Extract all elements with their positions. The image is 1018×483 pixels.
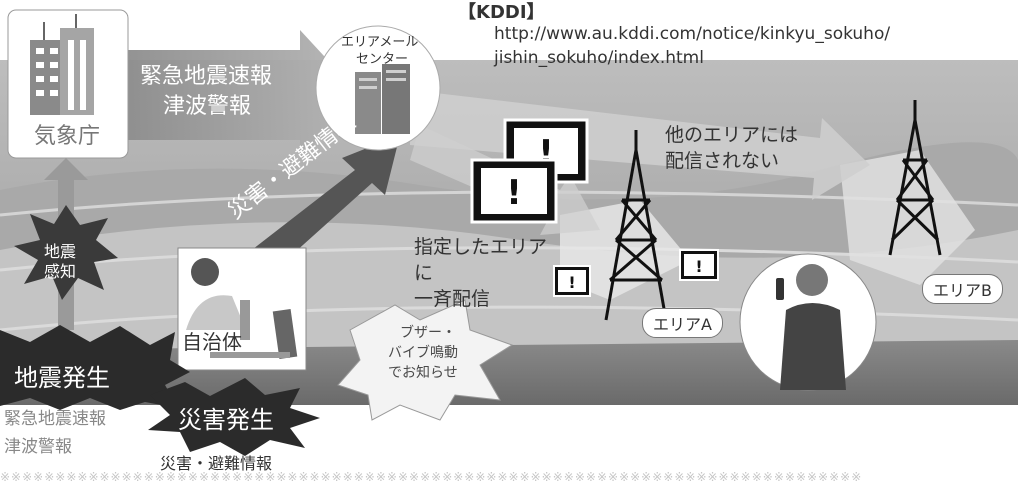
tower-a-icon (604, 130, 668, 321)
earthquake-burst-label: 地震発生 (14, 364, 110, 392)
jma-arrow-line1: 緊急地震速報 (140, 64, 273, 89)
bottom-pattern-text: ※※※※※※※※※※※※※※※※※※※※※※※※※※※※※※※※※※※※※※※※… (0, 470, 863, 483)
footer-left-line-2: 津波警報 (4, 437, 72, 457)
detect-line-1: 地震 (44, 242, 77, 261)
footer-center: 災害・避難情報 (160, 454, 273, 473)
municipality-label: 自治体 (182, 330, 242, 354)
alert-icon-large-2: ! (470, 158, 558, 224)
alert-icon-small-2: ! (679, 249, 719, 281)
tower-b-icon (888, 100, 942, 256)
url-line-1[interactable]: http://www.au.kddi.com/notice/kinkyu_sok… (494, 24, 891, 44)
broadcast-line-1: 指定したエリア (414, 236, 548, 258)
jma-label: 気象庁 (34, 124, 101, 149)
kddi-title: 【KDDI】 (458, 2, 545, 23)
disaster-burst-shape (148, 378, 320, 456)
broadcast-line-2: に (414, 262, 434, 284)
earthquake-burst-shape (0, 325, 190, 410)
buzzer-line-3: でお知らせ (388, 365, 458, 381)
jma-arrow (120, 30, 360, 160)
buzzer-burst (337, 299, 514, 421)
url-line-2[interactable]: jishin_sokuho/index.html (494, 48, 704, 68)
area-a-label: エリアA (642, 308, 723, 338)
broadcast-line-3: 一斉配信 (414, 288, 491, 310)
disaster-burst-label: 災害発生 (178, 406, 274, 434)
buzzer-line-2: バイブ鳴動 (388, 345, 458, 361)
other-area-line-1: 他のエリアには (665, 124, 799, 146)
area-b-label: エリアB (922, 274, 1003, 304)
footer-left-line-1: 緊急地震速報 (4, 409, 106, 429)
svg-text:!: ! (506, 173, 522, 213)
center-line-1: エリアメール (341, 35, 419, 50)
svg-text:!: ! (695, 257, 702, 276)
other-area-arrow (410, 90, 870, 200)
jma-arrow-line2: 津波警報 (163, 94, 252, 119)
detect-line-2: 感知 (44, 262, 77, 281)
svg-text:!: ! (568, 273, 575, 292)
other-area-line-2: 配信されない (665, 150, 780, 172)
buzzer-line-1: ブザー・ (400, 325, 456, 341)
center-line-2: センター (356, 52, 409, 67)
bottom-pattern (0, 474, 1018, 483)
detect-burst (14, 205, 118, 300)
alert-icon-small-1: ! (553, 265, 591, 297)
